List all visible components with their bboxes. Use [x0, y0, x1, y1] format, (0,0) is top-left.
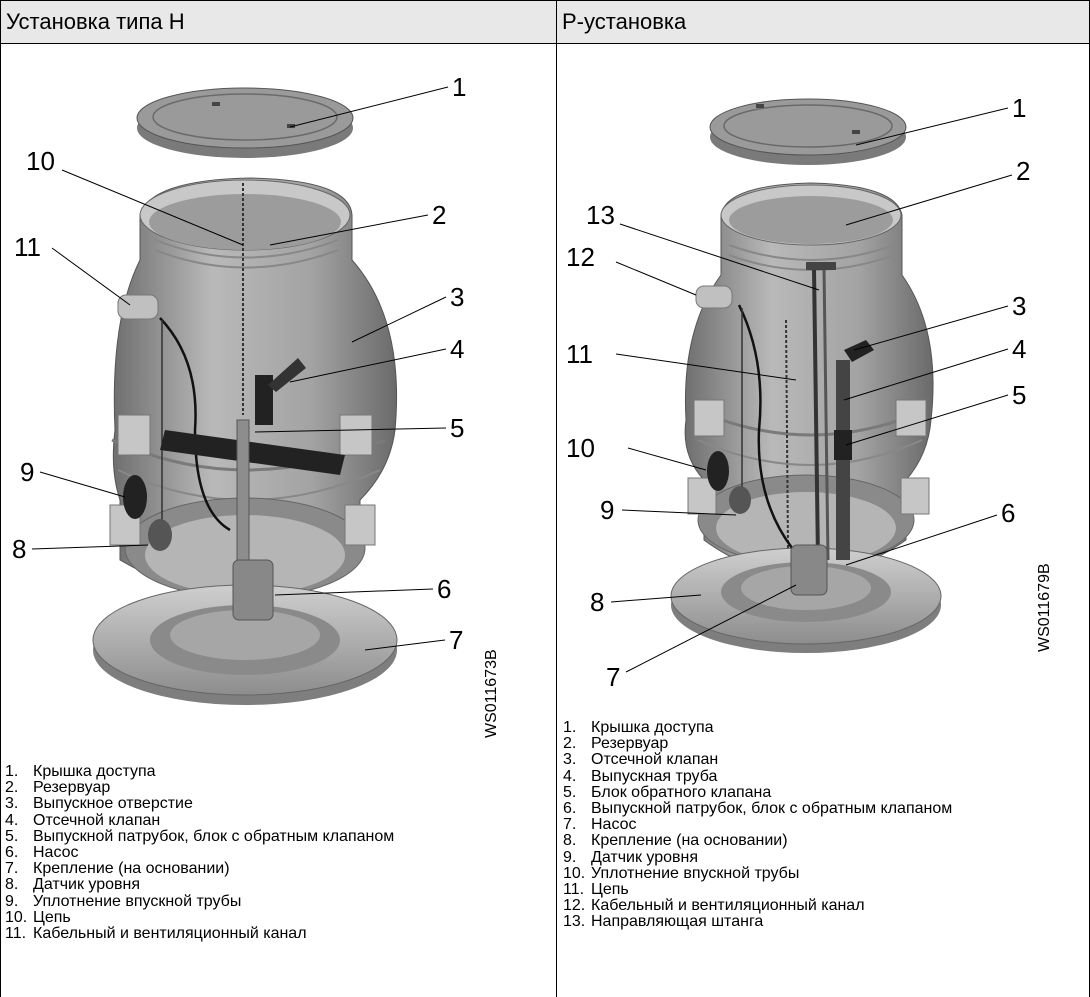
right-callout-7: 7 [606, 662, 620, 692]
left-figure-code: WS011673B [483, 649, 501, 738]
right-callout-1: 1 [1012, 93, 1026, 123]
tank [685, 183, 933, 575]
legend-item: 3.Отсечной клапан [563, 752, 952, 768]
legend-item: 5.Выпускной патрубок, блок с обратным кл… [5, 829, 394, 845]
right-callout-5: 5 [1012, 380, 1026, 410]
legend-item: 2.Резервуар [5, 780, 394, 796]
legend-item: 4.Отсечной клапан [5, 813, 394, 829]
right-callout-3: 3 [1012, 291, 1026, 321]
legend-item: 10.Цепь [5, 910, 394, 926]
right-callout-4: 4 [1012, 334, 1026, 364]
legend-item: 11.Кабельный и вентиляционный канал [5, 926, 394, 942]
legend-item: 7.Насос [563, 817, 952, 833]
discharge-pipe [237, 420, 249, 570]
left-callout-11: 11 [14, 232, 41, 262]
legend-item: 1.Крышка доступа [563, 720, 952, 736]
right-callout-9: 9 [600, 495, 614, 525]
level-sensor [729, 486, 751, 514]
level-sensor [148, 519, 172, 551]
right-figure-code: WS011679B [1036, 563, 1054, 652]
pump [791, 545, 827, 595]
legend-item: 2.Резервуар [563, 736, 952, 752]
legend-item: 12.Кабельный и вентиляционный канал [563, 898, 952, 914]
cable-vent-inlet [696, 286, 732, 308]
access-cover [710, 99, 906, 165]
right-callout-11: 11 [566, 339, 593, 369]
pump [233, 560, 273, 620]
legend-item: 6.Выпускной патрубок, блок с обратным кл… [563, 801, 952, 817]
right-callout-10: 10 [566, 433, 595, 463]
legend-item: 4.Выпускная труба [563, 769, 952, 785]
cable-vent-inlet [118, 295, 158, 319]
right-callout-2: 2 [1016, 156, 1030, 186]
right-callout-13: 13 [586, 200, 615, 230]
access-cover [137, 88, 353, 158]
left-callout-5: 5 [450, 413, 464, 443]
left-callout-9: 9 [20, 457, 34, 487]
legend-item: 8.Крепление (на основании) [563, 833, 952, 849]
legend-item: 10.Уплотнение впускной трубы [563, 866, 952, 882]
right-legend: 1.Крышка доступа 2.Резервуар 3.Отсечной … [563, 720, 952, 931]
legend-item: 7.Крепление (на основании) [5, 861, 394, 877]
legend-item: 3.Выпускное отверстие [5, 796, 394, 812]
legend-item: 9.Датчик уровня [563, 850, 952, 866]
check-valve-block [834, 430, 852, 460]
right-callout-12: 12 [566, 242, 595, 272]
legend-item: 13.Направляющая штанга [563, 914, 952, 930]
left-callout-10: 10 [26, 146, 55, 176]
right-callout-6: 6 [1001, 498, 1015, 528]
legend-item: 11.Цепь [563, 882, 952, 898]
left-callout-2: 2 [432, 200, 446, 230]
left-callout-1: 1 [452, 72, 466, 102]
left-callout-3: 3 [450, 282, 464, 312]
legend-item: 1.Крышка доступа [5, 764, 394, 780]
right-callout-8: 8 [590, 587, 604, 617]
legend-item: 8.Датчик уровня [5, 877, 394, 893]
left-legend: 1.Крышка доступа 2.Резервуар 3.Выпускное… [5, 764, 394, 942]
left-callout-8: 8 [12, 534, 26, 564]
left-callout-4: 4 [450, 334, 464, 364]
left-callout-6: 6 [437, 574, 451, 604]
left-callout-7: 7 [449, 625, 463, 655]
legend-item: 6.Насос [5, 845, 394, 861]
legend-item: 5.Блок обратного клапана [563, 785, 952, 801]
legend-item: 9.Уплотнение впускной трубы [5, 894, 394, 910]
inlet-seal [707, 451, 729, 491]
inlet-seal [123, 475, 147, 519]
